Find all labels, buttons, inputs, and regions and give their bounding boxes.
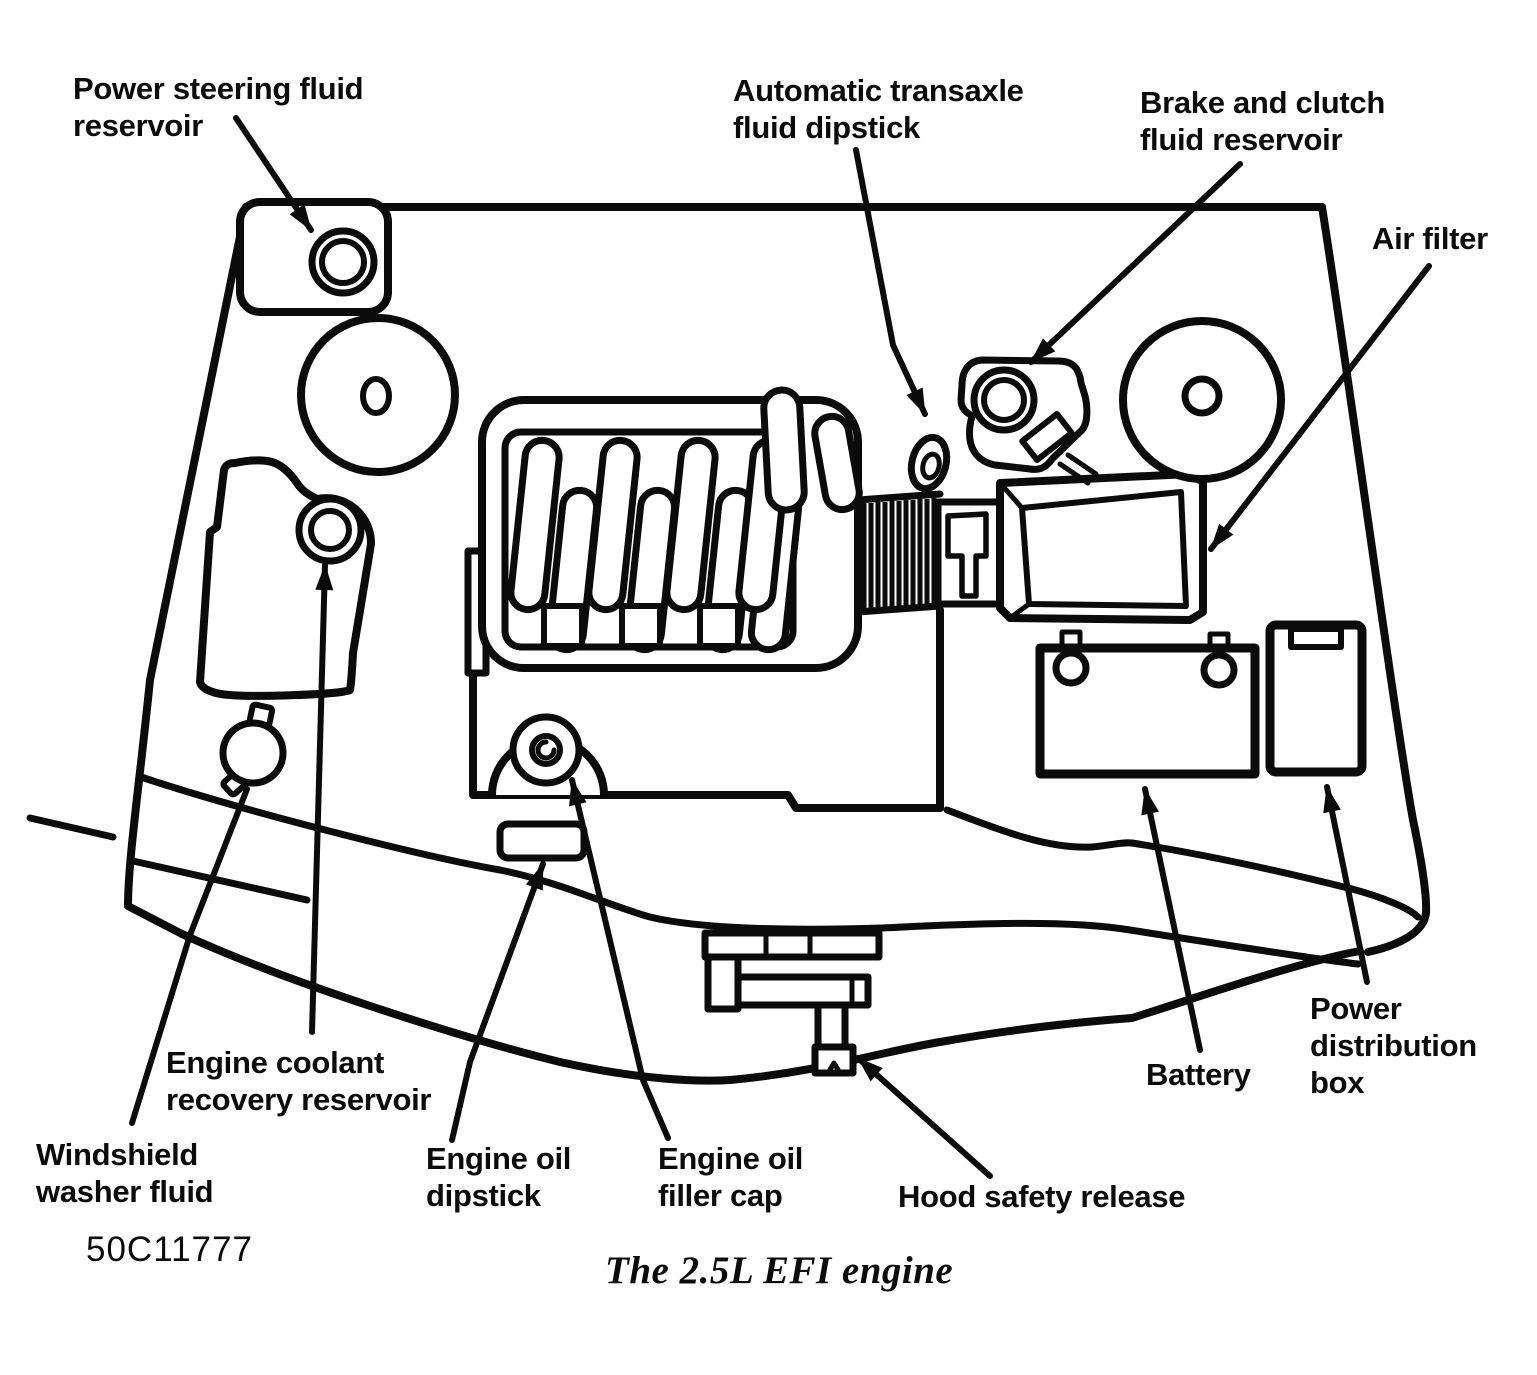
leader-washer	[129, 786, 250, 1126]
right-strut-tower	[1119, 317, 1285, 483]
transaxle-dipstick-ring	[907, 433, 951, 493]
windshield-washer-cap	[219, 701, 287, 798]
label-air-filter: Air filter	[1372, 221, 1488, 256]
leader-oil-filler	[568, 777, 671, 1141]
figure-code: 50C11777	[86, 1230, 253, 1269]
leader-brake-clutch	[1028, 161, 1243, 365]
coolant-reservoir-shape	[196, 456, 376, 700]
brake-clutch-reservoir-shape	[957, 356, 1099, 486]
label-power-steering: Power steering fluid reservoir	[73, 71, 364, 143]
leader-air-filter	[1208, 263, 1432, 552]
label-brake-clutch: Brake and clutch fluid reservoir	[1140, 85, 1386, 157]
label-transaxle-dipstick: Automatic transaxle fluid dipstick	[733, 73, 1024, 145]
power-distribution-box-shape	[1265, 620, 1367, 777]
label-hood-release: Hood safety release	[898, 1179, 1186, 1214]
cowl-lines	[26, 773, 1422, 1085]
hood-outline	[124, 203, 1431, 956]
leader-coolant	[309, 562, 334, 1035]
label-power-distribution: Power distribution box	[1310, 991, 1477, 1100]
leader-power-steering	[233, 115, 314, 233]
leader-battery	[1141, 786, 1203, 1053]
leader-hood-release	[855, 1055, 993, 1179]
air-filter-box	[996, 470, 1207, 624]
label-battery: Battery	[1146, 1057, 1251, 1092]
oil-dipstick-grommet	[496, 820, 588, 862]
label-oil-filler: Engine oil filler cap	[658, 1141, 804, 1213]
figure-caption: The 2.5L EFI engine	[605, 1249, 954, 1292]
battery-shape	[1035, 629, 1260, 779]
leader-lines	[129, 115, 1432, 1179]
intake-runners	[507, 436, 803, 654]
label-oil-dipstick: Engine oil dipstick	[426, 1141, 572, 1213]
label-coolant: Engine coolant recovery reservoir	[166, 1045, 432, 1117]
leader-transaxle-dipstick	[853, 147, 928, 417]
label-washer: Windshield washer fluid	[36, 1137, 214, 1209]
intake-manifold	[478, 386, 863, 672]
leader-oil-dipstick	[449, 861, 546, 1143]
power-steering-reservoir-shape	[236, 198, 392, 316]
hood-latch	[701, 929, 883, 1077]
leader-power-distribution	[1323, 784, 1370, 985]
left-strut-tower	[297, 314, 459, 476]
